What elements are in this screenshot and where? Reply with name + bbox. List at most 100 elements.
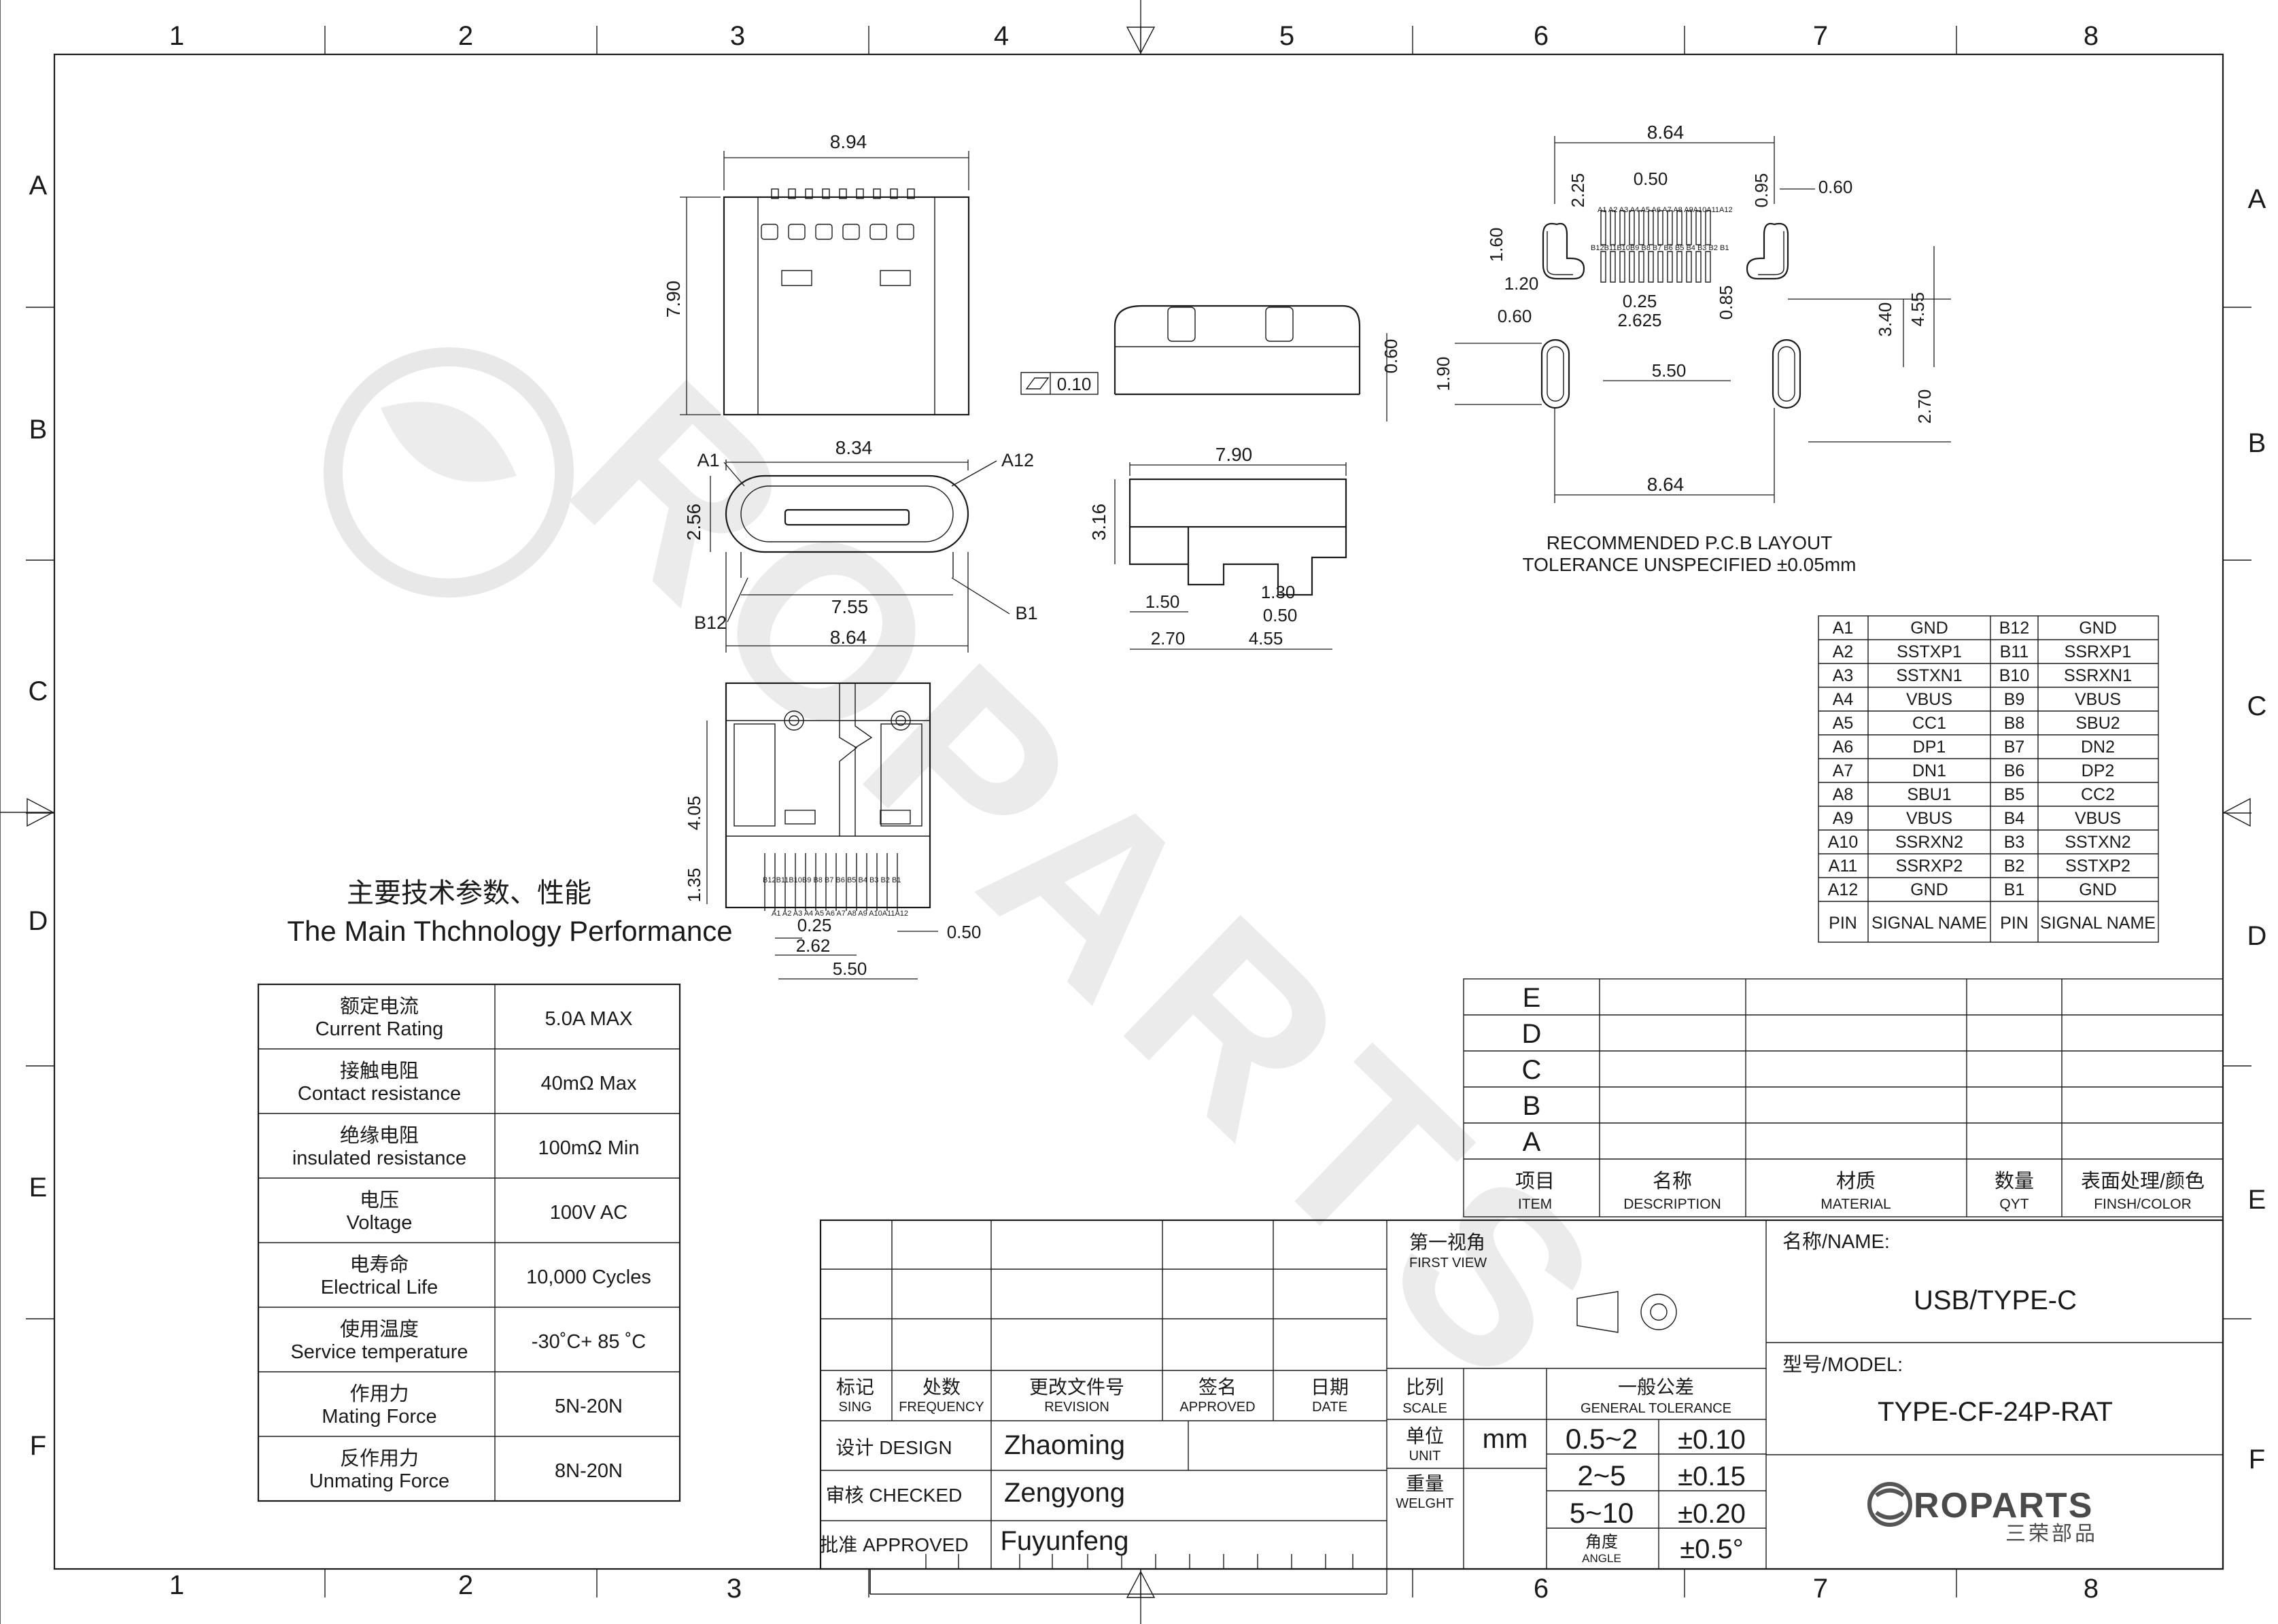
col-label: 3 (727, 1574, 742, 1604)
perf-value: 40mΩ Max (541, 1073, 637, 1094)
rev-header-en: SING (839, 1400, 872, 1415)
rev-header-cn: 更改文件号 (1029, 1377, 1124, 1398)
perf-label-en: Mating Force (322, 1406, 436, 1428)
dim-bottom-p1: 0.25 (797, 915, 832, 935)
weight-cn: 重量 (1406, 1473, 1444, 1494)
dim-pcb-pitch: 0.50 (1634, 169, 1668, 189)
pin-table-cell: SSRXN2 (1895, 833, 1963, 852)
perf-label-cn: 电压 (360, 1189, 399, 1211)
bom-header-en: QYT (1999, 1196, 2029, 1212)
pin-table-cell: B9 (2004, 690, 2025, 709)
perf-label-en: Unmating Force (309, 1470, 449, 1492)
design-label: 设计 DESIGN (835, 1437, 952, 1458)
perf-value: 10,000 Cycles (526, 1266, 651, 1288)
pin-table-cell: SSRXP2 (1896, 857, 1963, 876)
dim-side2-e: 0.50 (1263, 605, 1298, 625)
dim-bottom-r: 0.50 (947, 922, 982, 942)
pin-table-cell: B7 (2004, 738, 2025, 757)
bom-header-en: MATERIAL (1820, 1196, 1891, 1212)
angle-en: ANGLE (1582, 1552, 1621, 1565)
pcb-caption-1: RECOMMENDED P.C.B LAYOUT (1547, 532, 1833, 553)
dim-pcb-f: 0.25 (1623, 291, 1657, 311)
bom-table: E D C B A 项目 ITEM 名称 DESCRIPTION 材质 MATE… (1463, 978, 2224, 1217)
angle-cn: 角度 (1585, 1533, 1618, 1551)
rev-header-cn: 标记 (836, 1377, 874, 1398)
pin-table-cell: SSTXN1 (1896, 666, 1962, 685)
model-label: 型号/MODEL: (1782, 1353, 1903, 1376)
bom-header-cn: 数量 (1995, 1170, 2034, 1192)
dim-pcb-d: 1.60 (1486, 228, 1506, 262)
dim-pcb-b: 0.95 (1751, 173, 1772, 208)
weight-en: WELGHT (1396, 1496, 1454, 1511)
perf-value: 5.0A MAX (545, 1008, 633, 1030)
pin-table-cell: GND (1910, 619, 1948, 638)
row-label: D (2247, 921, 2267, 951)
row-label: B (29, 415, 48, 445)
checked-name: Zengyong (1004, 1478, 1125, 1508)
row-label: B (2248, 428, 2266, 458)
bom-header-cn: 材质 (1836, 1170, 1876, 1192)
dim-pcb-a: 2.25 (1568, 173, 1588, 208)
pin-table-cell: B5 (2004, 785, 2025, 804)
logo-text: ROPARTS (1914, 1486, 2093, 1525)
col-label: 2 (458, 1570, 473, 1600)
pin-table-cell: GND (1910, 880, 1948, 899)
perf-title-en: The Main Thchnology Performance (287, 915, 732, 947)
col-label: 1 (169, 1570, 184, 1600)
pin-table-cell: A12 (1828, 880, 1858, 899)
tol-range: 5~10 (1570, 1497, 1634, 1529)
dim-pcb-c: 0.60 (1818, 177, 1853, 197)
bom-row: E (1523, 983, 1541, 1013)
front-view: 8.34 A1 A12 2.56 7.55 8.64 B12 B1 (683, 437, 1038, 653)
tol-range: 0.5~2 (1566, 1423, 1638, 1455)
row-label: F (2249, 1445, 2265, 1474)
bom-header-en: ITEM (1518, 1196, 1552, 1212)
rev-header-en: APPROVED (1179, 1400, 1255, 1415)
rev-header-cn: 签名 (1198, 1377, 1237, 1398)
pin-table-cell: VBUS (2075, 809, 2121, 828)
row-label: D (29, 906, 48, 936)
row-label: C (2247, 691, 2267, 721)
pin-table-cell: A4 (1833, 690, 1854, 709)
bom-row: C (1522, 1055, 1542, 1085)
dim-side-tol: 0.10 (1057, 374, 1092, 394)
col-label: 6 (1534, 21, 1549, 51)
perf-title-cn: 主要技术参数、性能 (347, 878, 591, 908)
pin-table-header: PIN (1829, 914, 1857, 933)
pin-table-cell: VBUS (2075, 690, 2121, 709)
dim-front-total: 8.64 (830, 627, 867, 648)
model-value: TYPE-CF-24P-RAT (1878, 1397, 2113, 1427)
dim-bottom-w: 5.50 (833, 958, 867, 979)
unit-en: UNIT (1409, 1449, 1441, 1464)
name-value: USB/TYPE-C (1914, 1285, 2077, 1315)
col-label: 1 (169, 21, 184, 51)
pin-table-cell: SSTXP1 (1897, 642, 1962, 661)
pin-table-cell: VBUS (1906, 690, 1952, 709)
perf-title: 主要技术参数、性能 The Main Thchnology Performanc… (287, 878, 732, 947)
row-label: A (2248, 184, 2266, 214)
scale-cn: 比列 (1406, 1377, 1444, 1398)
pin-table-cell: A11 (1829, 857, 1858, 876)
tol-range: 2~5 (1577, 1459, 1625, 1491)
dim-side2-b: 2.70 (1151, 628, 1186, 649)
pin-label-b1: B1 (1015, 603, 1037, 623)
side-view: 0.10 0.60 (1020, 305, 1401, 421)
dim-side-h: 0.60 (1381, 339, 1401, 374)
angle-value: ±0.5° (1680, 1534, 1744, 1564)
dim-pcb-w: 8.64 (1647, 122, 1685, 143)
top-view: 8.94 7.90 (663, 131, 970, 416)
bottom-view: B12B11B10B9 B8 B7 B6 B5 B4 B3 B2 B1 A1 A… (684, 682, 982, 980)
perf-label-cn: 电寿命 (349, 1254, 409, 1276)
perf-label-en: Contact resistance (298, 1083, 461, 1105)
tol-value: ±0.10 (1678, 1425, 1746, 1455)
col-label: 3 (730, 21, 745, 51)
pin-table-cell: A2 (1833, 642, 1854, 661)
dim-side2-c: 4.55 (1249, 628, 1283, 649)
pin-table-cell: B12 (1999, 619, 2029, 638)
perf-value: 8N-20N (555, 1460, 623, 1482)
pin-table-cell: DN2 (2081, 738, 2115, 757)
col-label: 4 (994, 21, 1009, 51)
